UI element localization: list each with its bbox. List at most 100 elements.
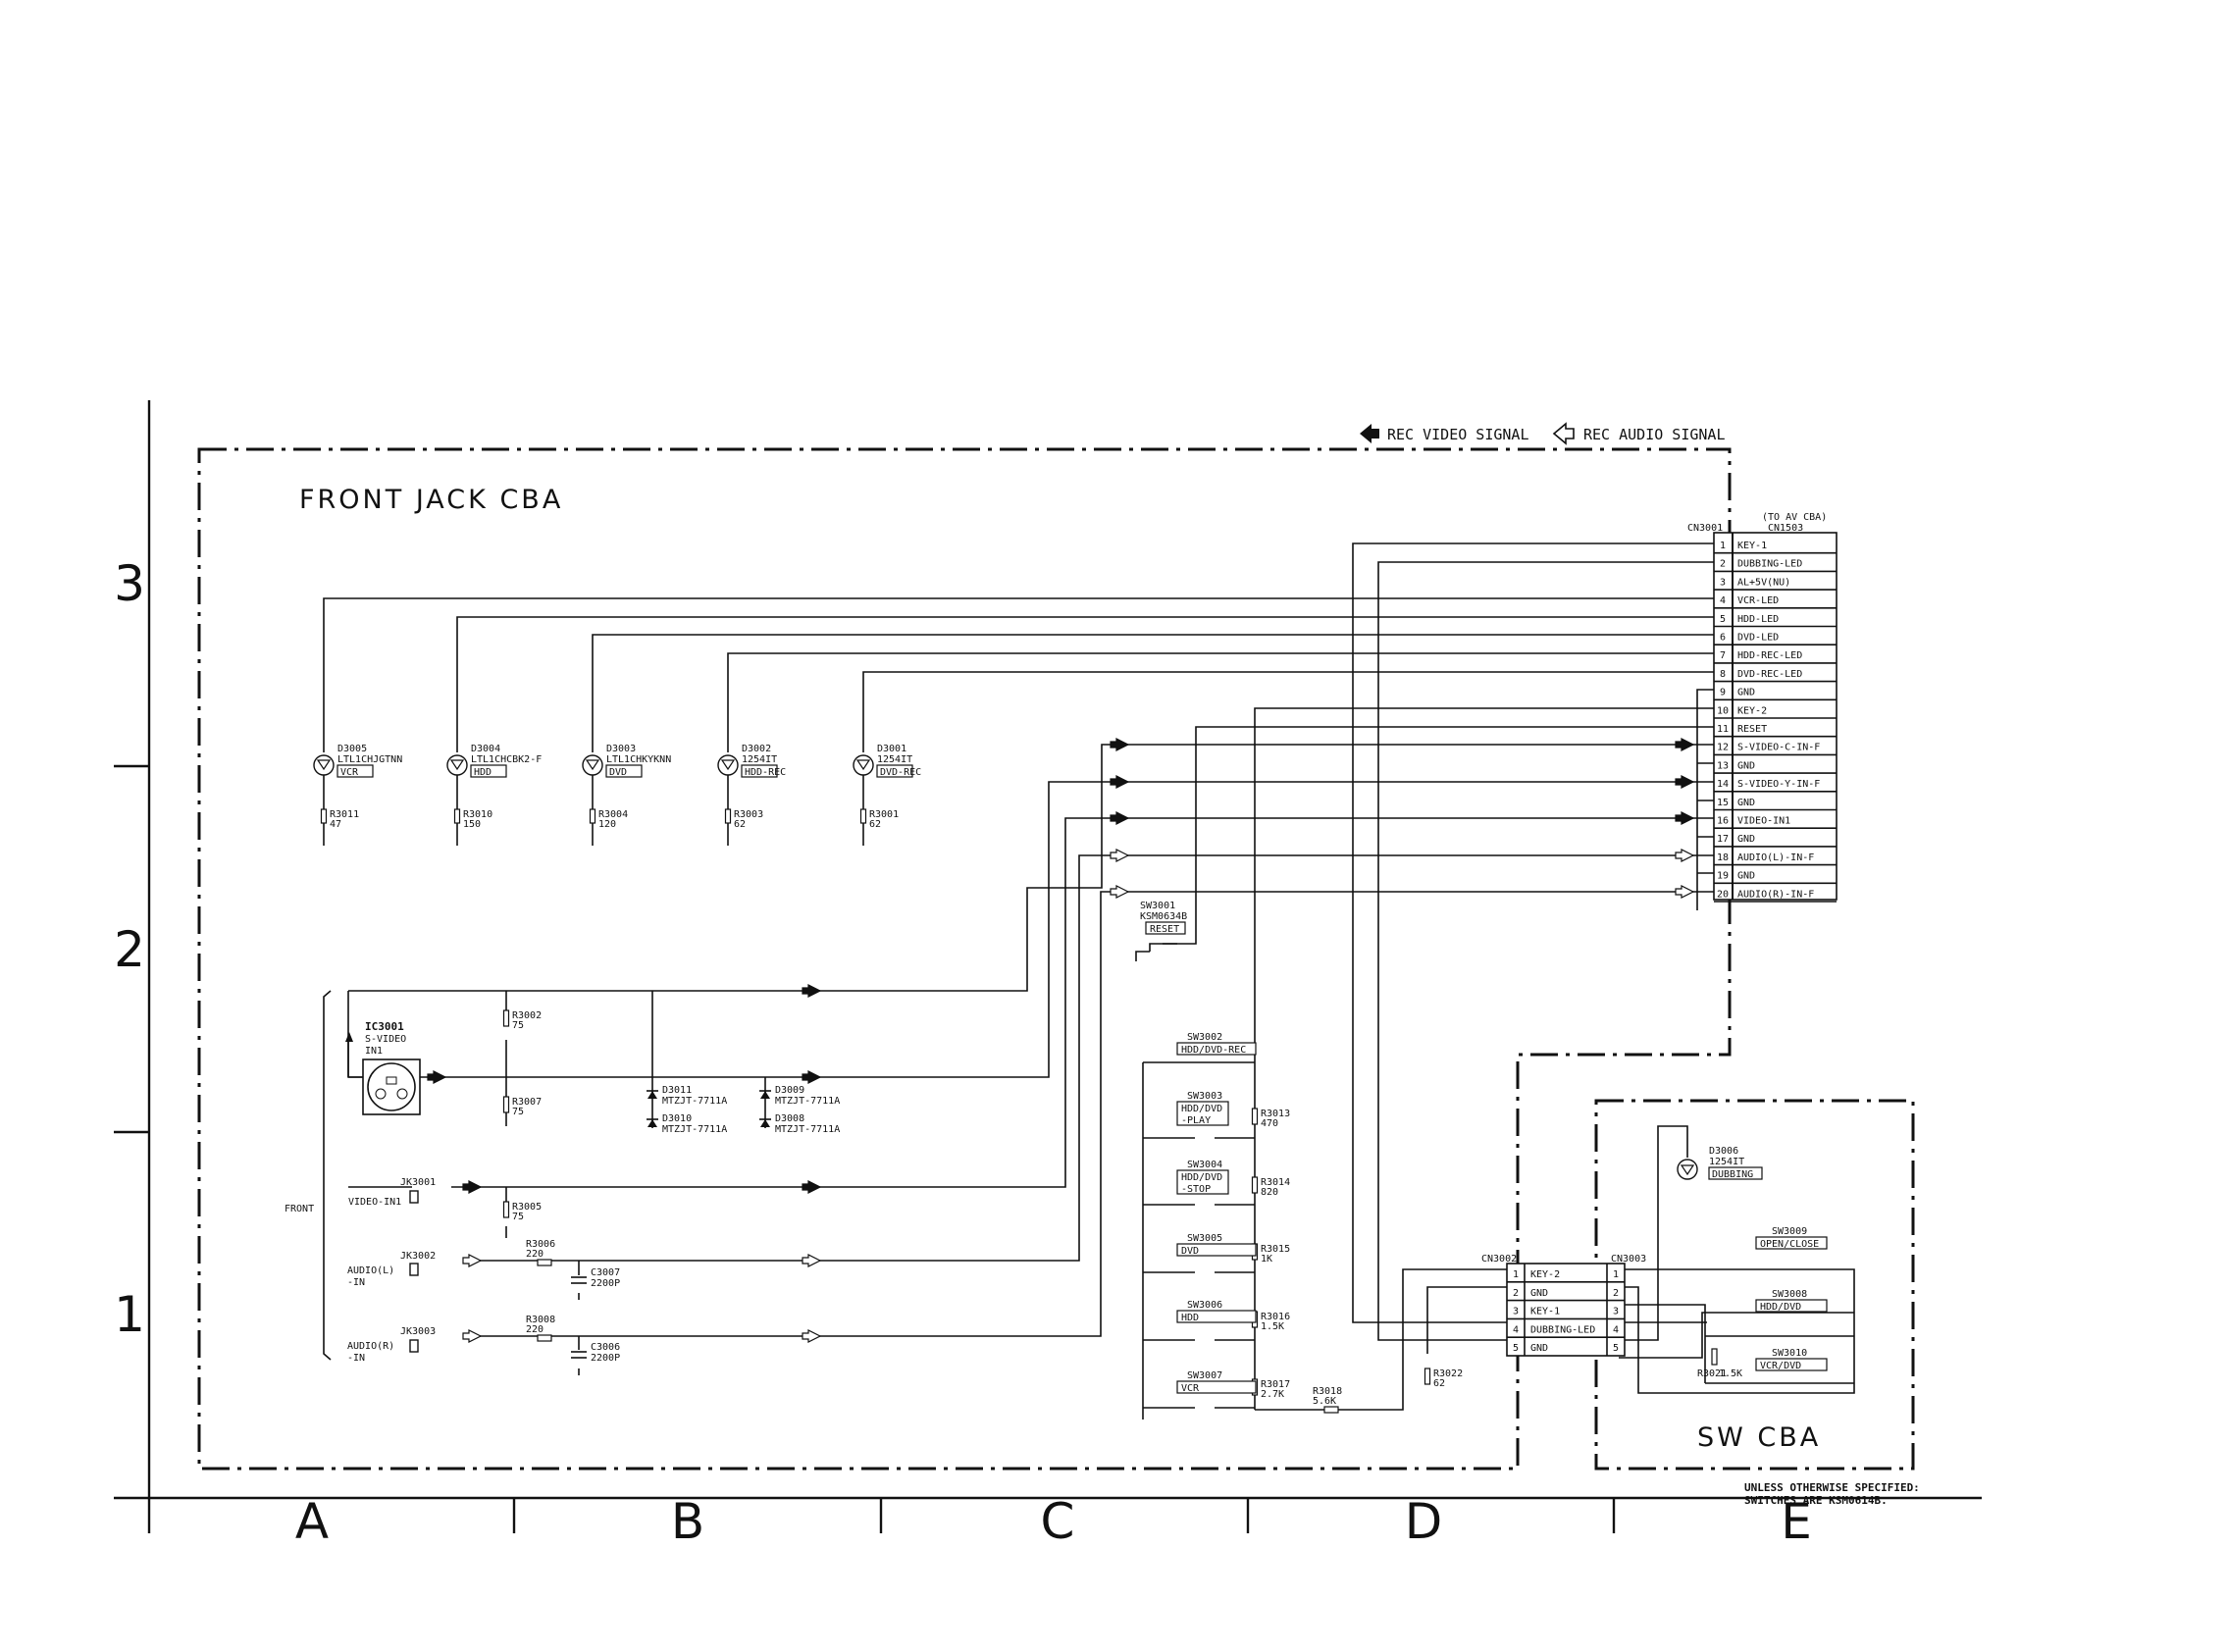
pin-number: 2 [1513, 1288, 1519, 1299]
led-icon [582, 754, 603, 776]
pin-number: 15 [1717, 798, 1729, 808]
jack-icon [409, 1263, 419, 1276]
led-tag-box [605, 764, 643, 778]
switch-ref: SW3008 [1772, 1289, 1807, 1300]
resistor-icon [537, 1259, 552, 1266]
part-ref: D3008 [775, 1113, 804, 1124]
video-arrow-icon [1675, 738, 1695, 751]
zener-diode-icon [760, 1091, 770, 1099]
pin-number: 8 [1720, 669, 1726, 680]
zener-diode-icon [647, 1091, 657, 1099]
part-ref: R3018 [1313, 1386, 1342, 1397]
led-tag-box [741, 764, 778, 778]
led-group: D3005LTL1CHJGTNNVCRR301147D3004LTL1CHCBK… [313, 744, 921, 846]
led-symbol [316, 759, 332, 771]
jack-icon [409, 1339, 419, 1353]
column-label: E [1781, 1493, 1812, 1550]
sw-board-outline [1594, 1099, 1915, 1471]
part-ref: C3007 [591, 1267, 620, 1278]
switch-ref: SW3003 [1187, 1091, 1222, 1102]
video-arrow-icon [462, 1180, 483, 1194]
footnote-line2: SWITCHES ARE KSM0614B. [1744, 1494, 1888, 1507]
part-ref: R3016 [1261, 1312, 1290, 1322]
switch-tag: -STOP [1181, 1184, 1211, 1195]
part-value: 2200P [591, 1278, 620, 1289]
switch-tag: HDD/DVD [1181, 1104, 1222, 1114]
cn3001-body [1713, 532, 1838, 901]
part-ref: R3005 [512, 1202, 542, 1213]
part-ref: R3007 [512, 1097, 542, 1108]
sw-cba-parts: D3006 1254IT DUBBING R3021 1.5K SW3009OP… [1677, 1146, 1828, 1379]
led-symbol [449, 759, 465, 771]
pin-name: HDD-REC-LED [1737, 650, 1802, 661]
led-symbol [585, 759, 600, 771]
resistor-icon [1711, 1348, 1718, 1366]
led-ref: D3005 [337, 744, 367, 754]
resistor-icon [502, 1009, 510, 1027]
led-tag: DVD-REC [880, 767, 921, 778]
pin-name: KEY-2 [1737, 705, 1767, 716]
front-jack-cba-title: FRONT JACK CBA [299, 485, 563, 515]
pin-number: 4 [1613, 1324, 1619, 1335]
led-icon [313, 754, 335, 776]
front-bracket [323, 990, 332, 1361]
part-ref: R3014 [1261, 1177, 1290, 1188]
led-tag-box [876, 764, 913, 778]
front-label: FRONT [285, 1204, 314, 1214]
switch-tag: HDD/DVD [1760, 1302, 1801, 1313]
pin-number: 6 [1720, 633, 1726, 644]
pin-number: 13 [1717, 760, 1729, 771]
pin-number: 19 [1717, 871, 1729, 882]
led-tag: VCR [340, 767, 359, 778]
pin-name: GND [1737, 688, 1755, 698]
video-arrow-icon [1110, 775, 1130, 789]
column-label: C [1041, 1493, 1075, 1550]
switch-tag-box [1176, 1243, 1257, 1257]
wiring [323, 542, 1855, 1420]
resistor-icon [320, 808, 328, 824]
switch-tag: HDD [1181, 1313, 1199, 1323]
resistor-icon [589, 808, 596, 824]
resistor-value: 62 [734, 819, 746, 830]
video-arrow-icon [1675, 775, 1695, 789]
pin-name: DVD-LED [1737, 633, 1779, 644]
ic3001: IC3001 S-VIDEO IN1 [345, 991, 421, 1115]
pin-number: 18 [1717, 852, 1729, 863]
row-labels: 3 2 1 [114, 555, 145, 1343]
resistor-icon [453, 808, 461, 824]
audio-arrow-icon [1552, 422, 1575, 445]
jk3001-label: VIDEO-IN1 [348, 1197, 401, 1208]
led-tag-box [470, 764, 507, 778]
cn3003-label: CN3003 [1611, 1254, 1646, 1265]
pin-number: 5 [1513, 1343, 1519, 1354]
switch-ref: SW3004 [1187, 1160, 1222, 1170]
jk3001-ref: JK3001 [400, 1177, 436, 1188]
pin-number: 9 [1720, 688, 1726, 698]
d3006-part: 1254IT [1709, 1157, 1744, 1167]
resistor-icon [537, 1334, 552, 1342]
pin-name: GND [1737, 798, 1755, 808]
part-value: 470 [1261, 1118, 1278, 1129]
led-icon [1677, 1159, 1698, 1180]
pin-name: DUBBING-LED [1530, 1324, 1595, 1335]
row-label: 1 [114, 1286, 145, 1343]
part-ref: D3011 [662, 1085, 692, 1096]
pin-name: S-VIDEO-Y-IN-F [1737, 779, 1820, 790]
pin-name: KEY-1 [1530, 1307, 1560, 1317]
led-part: 1254IT [742, 754, 777, 765]
pin-name: S-VIDEO-C-IN-F [1737, 743, 1820, 753]
d3006-ref: D3006 [1709, 1146, 1738, 1157]
pin-number: 2 [1613, 1288, 1619, 1299]
column-labels: A B C D E [295, 1493, 1812, 1550]
sw3001: SW3001 KSM0634B RESET [1135, 901, 1187, 961]
switch-tag-box [1755, 1358, 1828, 1371]
pin-number: 5 [1720, 614, 1726, 625]
pin-name: VIDEO-IN1 [1737, 816, 1790, 827]
pin-name: AL+5V(NU) [1737, 577, 1790, 588]
zener-diode-icon [647, 1119, 657, 1127]
switch-ref: SW3007 [1187, 1370, 1222, 1381]
pin-name: RESET [1737, 724, 1767, 735]
